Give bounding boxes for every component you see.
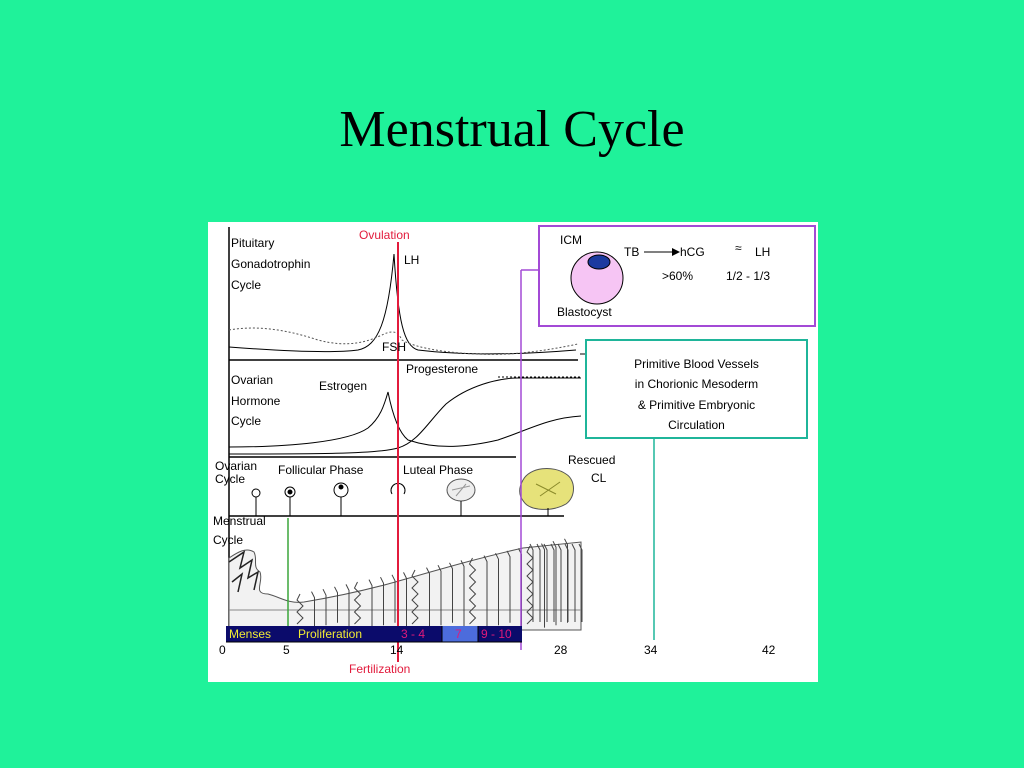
gland [353, 581, 362, 625]
gland [526, 545, 534, 625]
icm-cell [587, 254, 611, 270]
gland [403, 572, 407, 627]
vessels-line-2: in Chorionic Mesoderm [634, 377, 759, 391]
progesterone-label: Progesterone [406, 362, 479, 376]
fsh-curve [228, 327, 579, 355]
vessels-line-1: Primitive Blood Vessels [634, 357, 759, 371]
ovarian-hormone-label-1: Ovarian [231, 373, 274, 387]
gland [449, 562, 453, 623]
ovarian-hormone-label-3: Cycle [231, 414, 262, 428]
gland [437, 564, 442, 626]
estrogen-curve [228, 391, 582, 448]
ovarian-cycle-label-1: Ovarian [215, 459, 258, 473]
lh-label: LH [404, 253, 420, 267]
gland [380, 576, 384, 626]
gland [506, 550, 511, 623]
slide-title: Menstrual Cycle [339, 101, 685, 158]
luteal-phase-label: Luteal Phase [403, 463, 474, 477]
gland [529, 543, 534, 622]
gland [391, 574, 396, 623]
corpus-luteum [446, 478, 476, 516]
bar-7 [442, 626, 478, 642]
gland [345, 584, 350, 627]
bar-label-3-4: 3 - 4 [401, 627, 426, 641]
tick-34: 34 [644, 643, 658, 657]
gland [536, 543, 541, 622]
diagram-graphics [226, 225, 816, 662]
progesterone-curve [228, 377, 581, 455]
follicle-1 [251, 488, 261, 516]
gland [334, 586, 338, 623]
gland [322, 588, 327, 626]
gland [426, 567, 430, 628]
bar-label-9-10: 9 - 10 [481, 627, 512, 641]
bar-label-proliferation: Proliferation [298, 627, 363, 641]
menstrual-cycle-figure: Ovulation Pituitary Gonadotrophin Cycle … [208, 222, 818, 682]
vessels-line-3: & Primitive Embryonic [637, 398, 756, 412]
fertilization-label: Fertilization [349, 662, 411, 676]
gland [368, 579, 373, 628]
gland [541, 543, 545, 628]
bar-menses-proliferation [226, 626, 394, 642]
bar-3-4 [394, 626, 442, 642]
gland [296, 593, 304, 625]
follicle-2 [284, 486, 296, 516]
ratio-label: 1/2 - 1/3 [726, 269, 771, 283]
gland [411, 569, 419, 625]
rescued-label-2: CL [591, 471, 607, 485]
tick-14: 14 [390, 643, 404, 657]
tick-28: 28 [554, 643, 568, 657]
estrogen-label: Estrogen [319, 379, 368, 393]
gland [495, 552, 499, 626]
bar-9-10 [478, 626, 522, 642]
bar-label-menses: Menses [229, 627, 272, 641]
icm-label: ICM [560, 233, 582, 247]
vessels-box [585, 339, 808, 439]
pituitary-label-1: Pituitary [231, 236, 275, 250]
menstrual-cycle-label-2: Cycle [213, 533, 244, 547]
follicular-phase-label: Follicular Phase [278, 463, 364, 477]
gland [557, 543, 562, 622]
endometrial-glands [296, 538, 583, 628]
ovulation-label: Ovulation [359, 228, 410, 242]
gland [578, 543, 583, 622]
gland [311, 591, 315, 628]
blastocyst-box [538, 225, 816, 327]
follicle-3 [333, 482, 349, 516]
tick-0: 0 [219, 643, 226, 657]
rescued-cl [519, 468, 574, 516]
fsh-label: FSH [382, 340, 406, 354]
pct-label: >60% [662, 269, 694, 283]
gland [552, 540, 557, 626]
vessels-line-4: Circulation [668, 418, 725, 432]
tick-42: 42 [762, 643, 776, 657]
tb-label: TB [624, 245, 640, 259]
approx-icon: ≈ [735, 241, 742, 255]
gland [483, 555, 488, 628]
ovarian-hormone-label-2: Hormone [231, 394, 281, 408]
gland [550, 543, 555, 622]
pituitary-label-2: Gonadotrophin [231, 257, 311, 271]
gland [571, 543, 576, 622]
endometrium [228, 541, 582, 631]
rescued-label-1: Rescued [568, 453, 616, 467]
tb-arrowhead [672, 248, 680, 256]
gland [543, 543, 548, 622]
gland [564, 543, 569, 622]
pituitary-label-3: Cycle [231, 278, 262, 292]
hcg-label: hCG [680, 245, 705, 259]
blastocyst-sphere [570, 251, 624, 305]
tick-5: 5 [283, 643, 290, 657]
gland [460, 560, 465, 627]
gland [468, 557, 477, 625]
bar-label-7: 7 [455, 627, 462, 641]
menstrual-cycle-label-1: Menstrual [213, 514, 266, 528]
ovarian-cycle-label-2: Cycle [215, 472, 246, 486]
lh-box-label: LH [755, 245, 771, 259]
blastocyst-label: Blastocyst [557, 305, 612, 319]
